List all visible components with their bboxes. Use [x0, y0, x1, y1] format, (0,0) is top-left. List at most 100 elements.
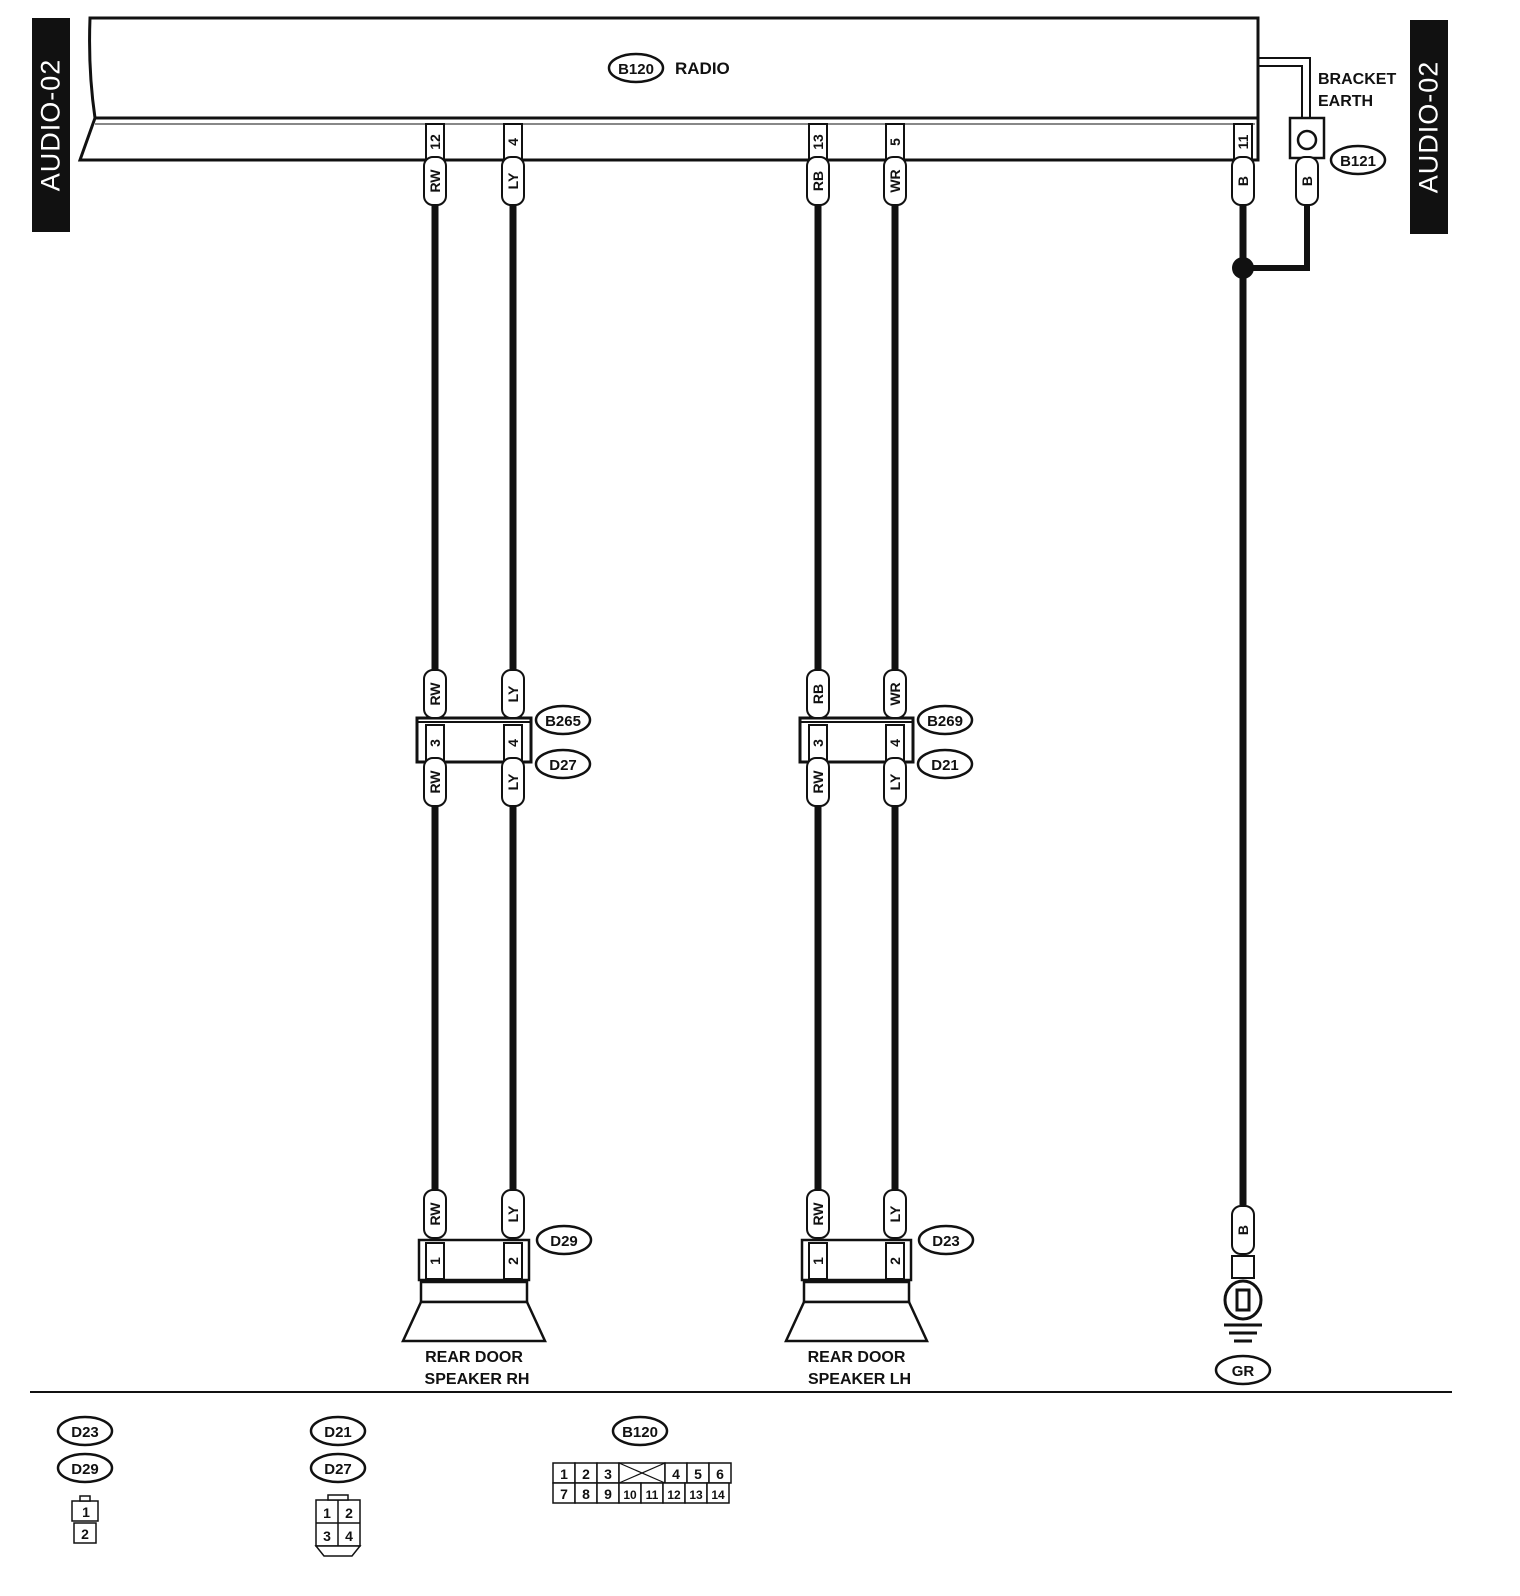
connector-badge-outline	[56, 1415, 114, 1447]
junction-rh-tag-out-a: RW	[423, 757, 447, 807]
legend-radio-blank-cross-b	[618, 1462, 666, 1484]
legend-junction-pin-3: 3	[323, 1528, 331, 1544]
wire-tag-label: LY	[505, 685, 521, 702]
wire-tag-outline	[883, 757, 907, 807]
junction-lh-upper-badge: B269	[916, 704, 974, 736]
legend-radio-pin-2: 2	[582, 1466, 590, 1482]
ground-terminal	[1223, 1255, 1263, 1343]
connector-badge-outline	[309, 1415, 367, 1447]
connector-badge-outline	[534, 748, 592, 780]
speaker-rh-label-2: SPEAKER RH	[425, 1371, 530, 1388]
legend-speaker-connector-face: 12	[71, 1495, 99, 1544]
wire-tag-outline	[501, 757, 525, 807]
wire-tag-label: B	[1299, 176, 1315, 186]
bracket-earth-connector-id: B121	[1340, 153, 1376, 170]
pin-number: 4	[505, 138, 521, 146]
wire-tag-outline	[1231, 1205, 1255, 1255]
speaker-rh-connector-badge: D29	[535, 1224, 593, 1256]
connector-badge-outline	[535, 1224, 593, 1256]
connector-badge-outline	[917, 1224, 975, 1256]
legend-radio-pin-11: 11	[646, 1488, 659, 1502]
wire-tag-label: RW	[427, 1202, 443, 1226]
wire-tag-label: RW	[427, 169, 443, 193]
legend-speaker-id-1: D29	[56, 1452, 114, 1484]
pin-number: 1	[810, 1257, 826, 1265]
speaker-lh-pin-b: 2	[885, 1242, 905, 1280]
radio-label: RADIO	[675, 59, 730, 78]
speaker-lh-pin-a: 1	[808, 1242, 828, 1280]
bracket-earth-wire	[1243, 205, 1310, 271]
speaker-rh-magnet	[419, 1280, 529, 1304]
page-tag-left: AUDIO-02	[32, 18, 70, 232]
connector-badge-outline	[534, 704, 592, 736]
junction-lh-tag-out-a: RW	[806, 757, 830, 807]
pin-number: 2	[887, 1257, 903, 1265]
legend-radio-pin-4: 4	[672, 1466, 680, 1482]
speaker-lh-tag-a: RW	[806, 1189, 830, 1239]
legend-junction-id-0: D21	[309, 1415, 367, 1447]
ground-wire-tag: B	[1231, 1205, 1255, 1255]
speaker-rh-pin-b: 2	[503, 1242, 523, 1280]
wire-tag-outline	[423, 669, 447, 719]
speaker-lh-label-2: SPEAKER LH	[808, 1371, 911, 1388]
junction-rh-upper-badge: B265	[534, 704, 592, 736]
bracket-earth-label-2: EARTH	[1318, 93, 1373, 110]
legend-radio-pin-8: 8	[582, 1486, 590, 1502]
connector-badge-id: B120	[622, 1424, 658, 1441]
legend-radio-pin-7: 7	[560, 1486, 568, 1502]
pin-number: 2	[505, 1257, 521, 1265]
connector-badge-id: D23	[932, 1233, 960, 1250]
legend-radio-row2-cell-7	[706, 1482, 730, 1504]
pin-number: 11	[1235, 134, 1251, 149]
speaker-rh-tag-b: LY	[501, 1189, 525, 1239]
junction-rh-tag-out-b: LY	[501, 757, 525, 807]
connector-badge-id: D29	[71, 1461, 99, 1478]
radio-pin-wire-tag-4: LY	[501, 156, 525, 206]
junction-lh-tag-in-b: WR	[883, 669, 907, 719]
legend-junction-pin-2: 2	[345, 1505, 353, 1521]
wire-tag-label: LY	[887, 1205, 903, 1222]
legend-junction-id-1: D27	[309, 1452, 367, 1484]
connector-badge-outline	[611, 1415, 669, 1447]
connector-badge-outline	[1214, 1354, 1272, 1386]
legend-radio-pin-10: 10	[623, 1488, 637, 1502]
connector-badge-id: D23	[71, 1424, 99, 1441]
connector-badge-id: GR	[1232, 1363, 1255, 1380]
ground-ring-slot	[1235, 1288, 1251, 1312]
wire-tag-outline	[806, 757, 830, 807]
speaker-lh-magnet	[802, 1280, 911, 1304]
speaker-rh-cone-icon	[401, 1300, 547, 1343]
wire-tag-label: RW	[427, 770, 443, 794]
radio-pin-12: 12	[425, 123, 445, 161]
ground-ring-terminal	[1223, 1279, 1263, 1321]
wire-tag-outline	[501, 1189, 525, 1239]
connector-badge-id: D29	[550, 1233, 578, 1250]
radio-pin-wire-tag-12: RW	[423, 156, 447, 206]
wire-tag-label: B	[1235, 1225, 1251, 1235]
pin-number: 13	[810, 134, 826, 150]
radio-pin-wire-tag-11: B	[1231, 156, 1255, 206]
junction-lh-pin-b: 4	[885, 724, 905, 762]
junction-lh-tag-out-b: LY	[883, 757, 907, 807]
pin-cell-outline	[808, 1242, 828, 1280]
wire-tag-label: RW	[810, 1202, 826, 1226]
wire-tag-label: LY	[887, 773, 903, 790]
bracket-earth-wire-tag: B	[1295, 156, 1319, 206]
legend-radio-pin-13: 13	[689, 1488, 703, 1502]
speaker-lh-tag-b: LY	[883, 1189, 907, 1239]
legend-junction-pin-1: 1	[323, 1505, 331, 1521]
connector-badge-id: B265	[545, 713, 581, 730]
connector-badge-id: D27	[324, 1461, 352, 1478]
connector-badge-outline	[56, 1452, 114, 1484]
junction-lh-tag-in-a: RB	[806, 669, 830, 719]
connector-badge-outline	[916, 704, 974, 736]
wire-tag-outline	[423, 1189, 447, 1239]
pin-number: 5	[887, 138, 903, 146]
wire-tag-label: RB	[810, 171, 826, 191]
legend-speaker-cell-2	[73, 1522, 97, 1544]
